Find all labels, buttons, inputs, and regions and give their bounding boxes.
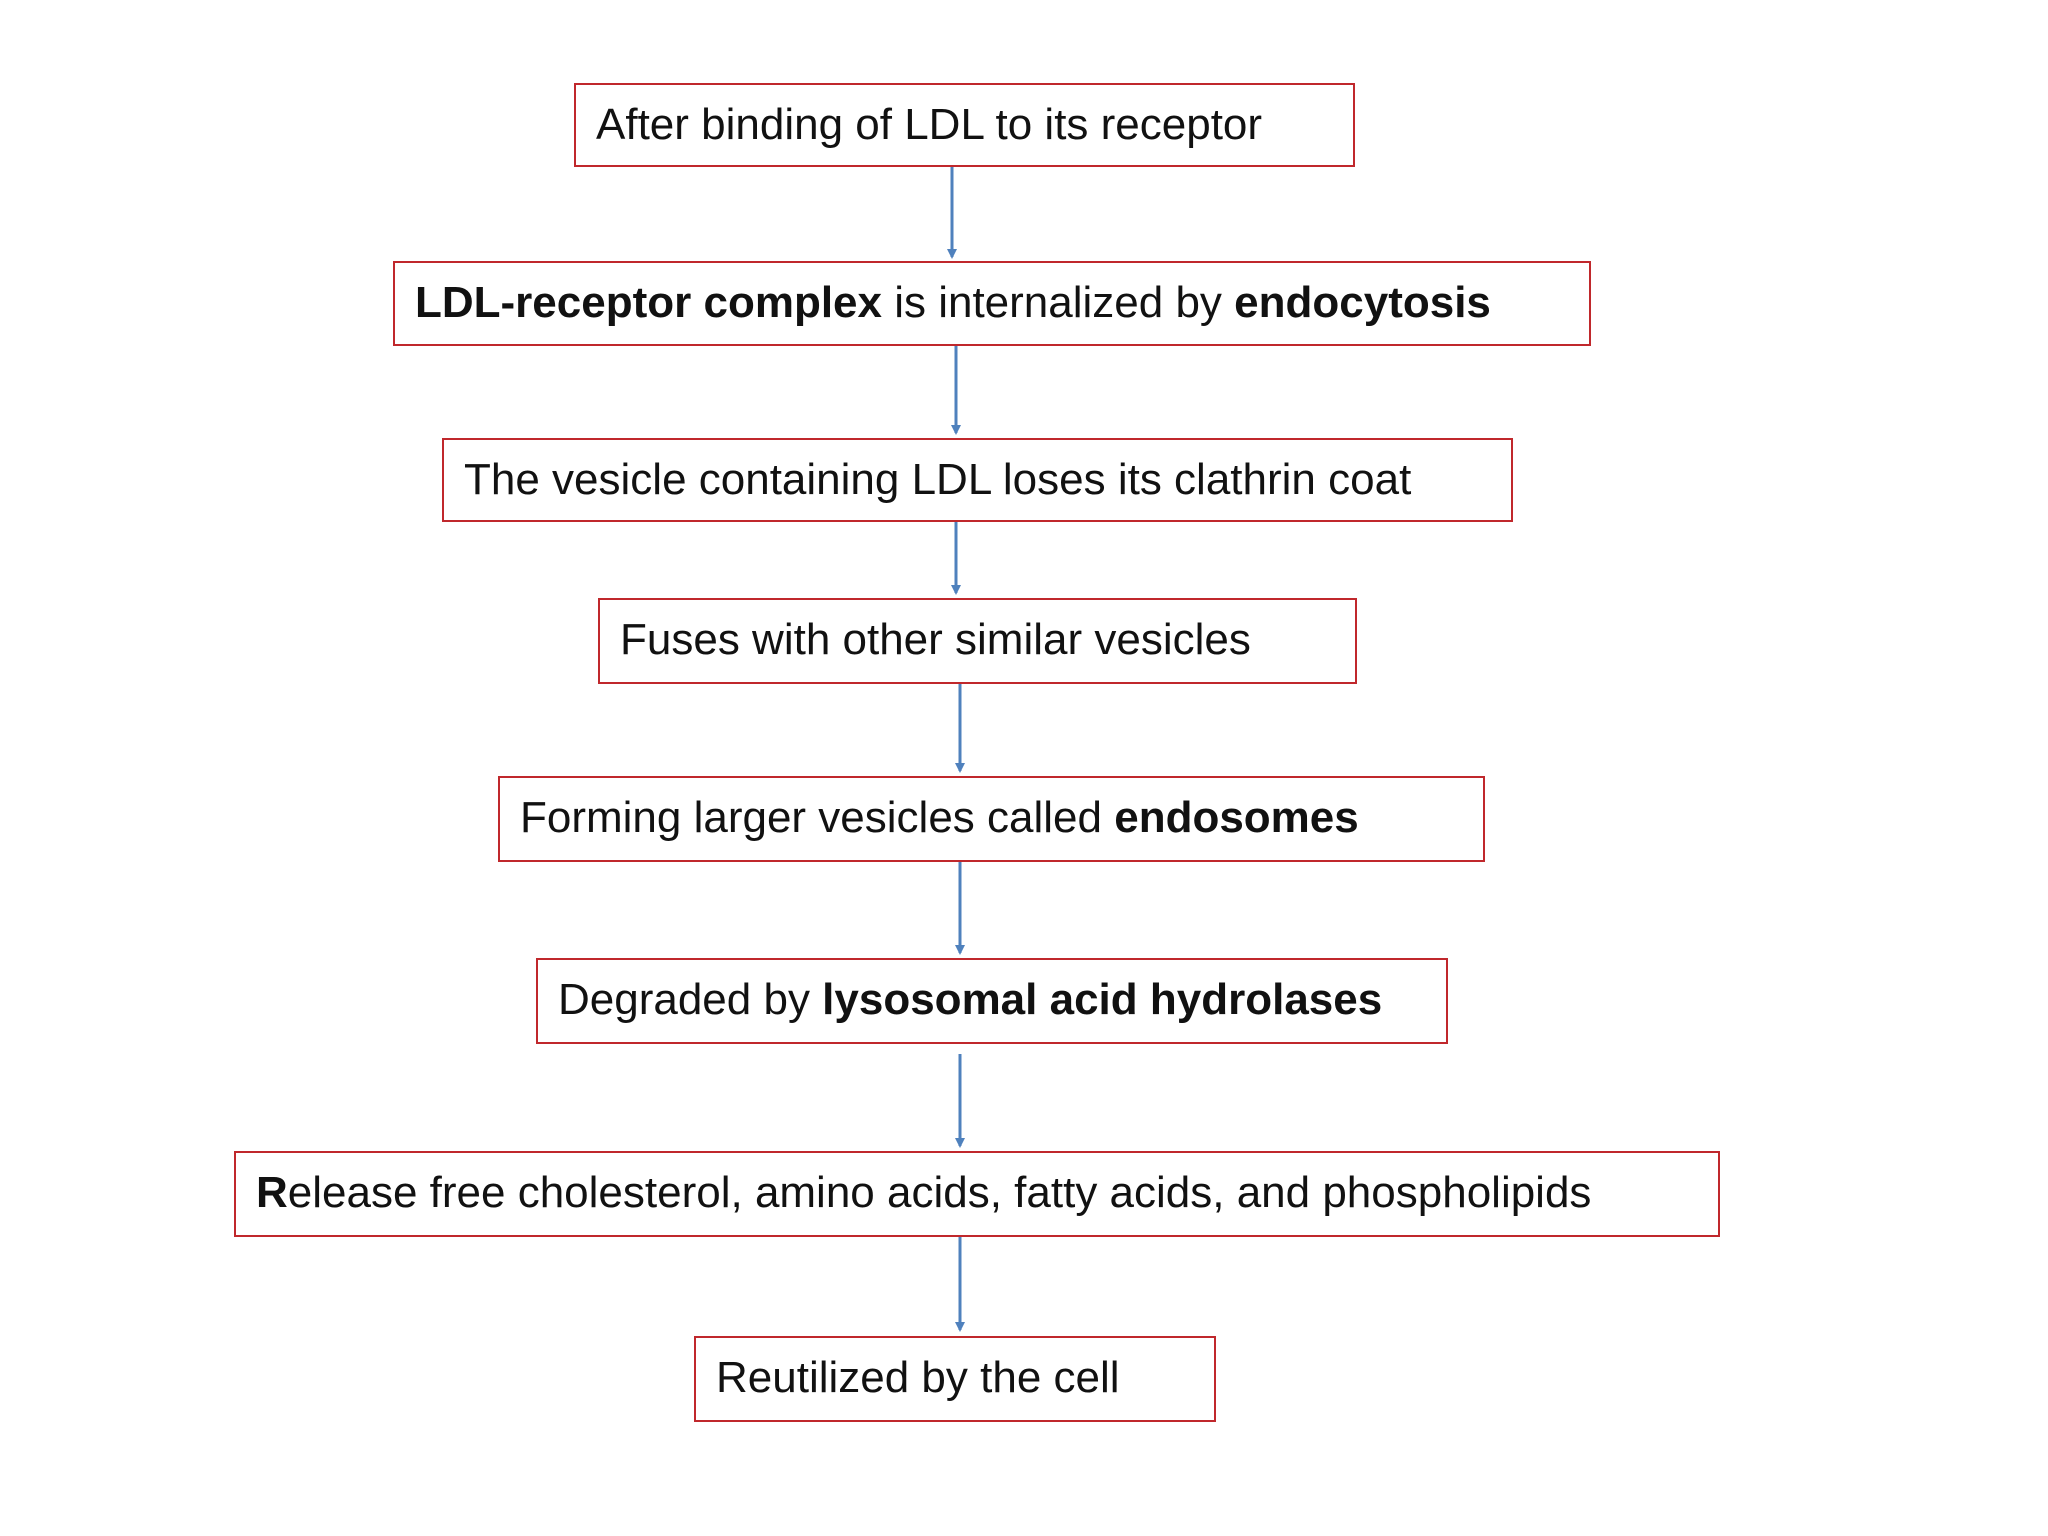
step-3-text: The vesicle containing LDL loses its cla…: [464, 455, 1412, 504]
step-3-loses-clathrin-coat: The vesicle containing LDL loses its cla…: [442, 438, 1513, 522]
step-6-term-lysosomal-acid-hydrolases: lysosomal acid hydrolases: [822, 975, 1383, 1024]
step-6-text: Degraded by: [558, 975, 823, 1024]
step-5-term-endosomes: endosomes: [1114, 793, 1359, 842]
step-2-term-ldl-receptor-complex: LDL-receptor complex: [415, 278, 882, 327]
step-8-text: Reutilized by the cell: [716, 1353, 1120, 1402]
step-7-text: elease free cholesterol, amino acids, fa…: [287, 1168, 1592, 1217]
step-6-lysosomal-degradation: Degraded by lysosomal acid hydrolases: [536, 958, 1448, 1044]
step-5-endosomes: Forming larger vesicles called endosomes: [498, 776, 1485, 862]
step-4-text: Fuses with other similar vesicles: [620, 615, 1251, 664]
step-2-term-endocytosis: endocytosis: [1234, 278, 1491, 327]
step-2-text: is internalized by: [881, 278, 1235, 327]
step-1-ldl-binding: After binding of LDL to its receptor: [574, 83, 1355, 167]
step-5-text: Forming larger vesicles called: [520, 793, 1115, 842]
step-2-endocytosis: LDL-receptor complex is internalized by …: [393, 261, 1591, 346]
step-8-reutilized: Reutilized by the cell: [694, 1336, 1216, 1422]
step-7-initial: R: [256, 1168, 288, 1217]
step-1-text: After binding of LDL to its receptor: [596, 100, 1263, 149]
step-7-release-products: Release free cholesterol, amino acids, f…: [234, 1151, 1720, 1237]
step-4-fuses-with-vesicles: Fuses with other similar vesicles: [598, 598, 1357, 684]
